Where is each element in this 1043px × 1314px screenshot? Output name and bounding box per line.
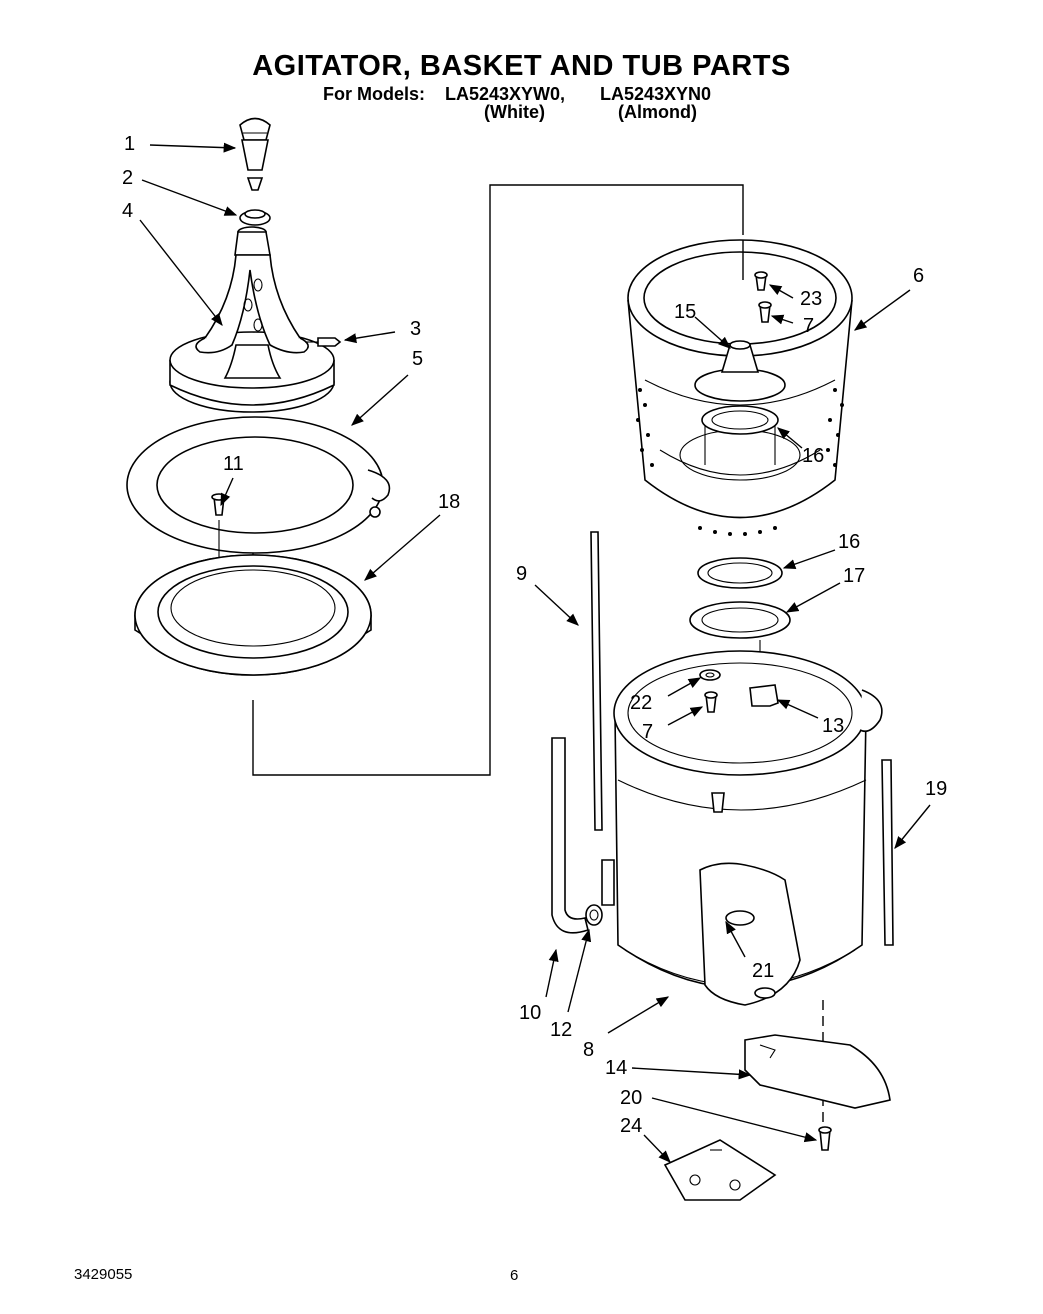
hose-10 xyxy=(551,737,589,934)
callout-12: 12 xyxy=(550,1019,572,1041)
agitator-cap xyxy=(239,117,271,171)
callout-9: 9 xyxy=(516,563,527,585)
page-title: AGITATOR, BASKET AND TUB PARTS xyxy=(252,50,791,82)
callout-10: 10 xyxy=(519,1002,541,1024)
callout-24: 24 xyxy=(620,1115,642,1137)
callout-8: 8 xyxy=(583,1039,594,1061)
models-prefix: For Models: xyxy=(323,84,425,104)
tub-bracket-13 xyxy=(749,684,779,707)
callout-20: 20 xyxy=(620,1087,642,1109)
callout-19: 19 xyxy=(925,778,947,800)
tub-ring xyxy=(126,416,391,554)
callout-21: 21 xyxy=(752,960,774,982)
gasket-16 xyxy=(697,557,783,589)
model-color-almond: (Almond) xyxy=(618,102,697,122)
callout-5: 5 xyxy=(412,348,423,370)
outer-tub xyxy=(601,650,883,1006)
tub-screw-7-lower xyxy=(704,691,718,713)
callout-numbers: 1 2 4 3 5 11 18 6 23 7 15 16 16 17 9 22 … xyxy=(122,133,947,1137)
agitator-fastener xyxy=(246,177,264,191)
hose-19 xyxy=(881,759,894,946)
callout-23: 23 xyxy=(800,288,822,310)
basket-hub-15 xyxy=(694,340,786,402)
callout-18: 18 xyxy=(438,491,460,513)
callout-11: 11 xyxy=(223,453,244,475)
model-number-almond: LA5243XYN0 xyxy=(600,84,712,104)
plate-24 xyxy=(663,1139,777,1201)
callout-16-lower: 16 xyxy=(838,531,860,553)
hose-9 xyxy=(590,531,603,831)
basket-screw-23 xyxy=(754,271,768,291)
callout-17: 17 xyxy=(843,565,865,587)
basket-gasket-16-upper xyxy=(701,405,779,465)
agitator-screw-3 xyxy=(305,337,342,347)
agitator-body xyxy=(169,226,335,413)
model-number-white: LA5243XYW0, xyxy=(445,84,566,104)
callout-1: 1 xyxy=(124,133,135,155)
shield-14 xyxy=(744,1034,891,1109)
callout-16-upper: 16 xyxy=(802,445,824,467)
tub-seal xyxy=(134,554,372,676)
page-number: 6 xyxy=(510,1267,519,1284)
assembly-path-line xyxy=(252,184,744,776)
model-color-white: (White) xyxy=(484,102,545,122)
callout-2: 2 xyxy=(122,167,133,189)
agitator-ratchet xyxy=(239,209,271,226)
callout-14: 14 xyxy=(605,1057,627,1079)
callout-3: 3 xyxy=(410,318,421,340)
leader-lines xyxy=(139,142,931,1163)
callout-7-upper: 7 xyxy=(803,315,814,337)
callout-15: 15 xyxy=(674,301,696,323)
washer-22 xyxy=(699,669,721,681)
callout-6: 6 xyxy=(913,265,924,287)
callout-22: 22 xyxy=(630,692,652,714)
hose-clamp-12 xyxy=(585,904,603,926)
document-number: 3429055 xyxy=(74,1266,133,1283)
screw-20 xyxy=(818,1126,832,1151)
callout-13: 13 xyxy=(822,715,844,737)
basket-screw-7-upper xyxy=(758,301,772,323)
callout-4: 4 xyxy=(122,200,133,222)
callout-7-lower: 7 xyxy=(642,721,653,743)
